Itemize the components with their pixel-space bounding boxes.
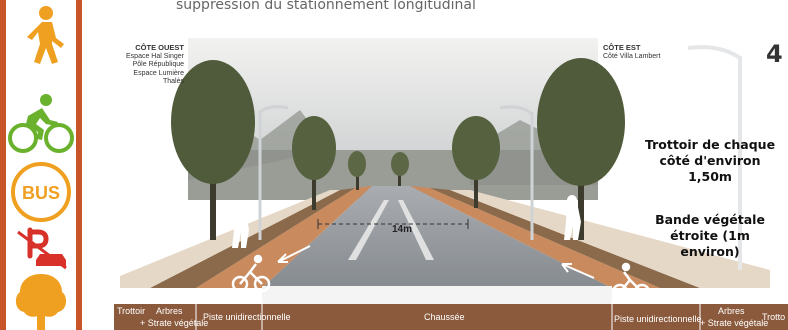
bike-direction-arrow-right	[561, 263, 595, 279]
road-width-label: 14m	[392, 224, 413, 235]
west-place: Espace Lumière	[133, 69, 184, 77]
column-rail-right	[76, 0, 82, 330]
footer-label-chaussee: Chaussée	[424, 312, 465, 322]
footer-label-trottoir-left: Trottoir	[117, 306, 146, 316]
column-rail-left	[0, 0, 6, 330]
footer-label-arbres-right: Arbres	[718, 306, 745, 316]
street-lamp-far-right	[687, 45, 742, 270]
east-place: Côté Villa Lambert	[603, 52, 661, 60]
tree-left-medium	[292, 116, 336, 210]
pedestrian-figure-right	[564, 195, 581, 240]
bike-lane-right	[410, 186, 660, 288]
sidewalk-note: Trottoir de chaque côté d'environ 1,50m	[644, 137, 776, 184]
bike-lane-left	[196, 186, 372, 288]
east-side-heading: CÔTE EST	[603, 43, 641, 52]
road-marking-left	[348, 200, 389, 260]
cyclist-icon	[8, 94, 74, 153]
roadway	[262, 186, 612, 288]
planting-strip-note: Bande végétale étroite (1m environ)	[655, 212, 765, 259]
west-side-heading: CÔTE OUEST	[135, 43, 184, 52]
west-place: Pôle République	[132, 61, 184, 68]
west-side-label: CÔTE OUEST Espace Hal Singer Pôle Républ…	[112, 43, 184, 87]
slide-subtitle: suppression du stationnement longitudina…	[176, 0, 476, 13]
tree-icon	[15, 274, 67, 330]
roadway-baseline	[262, 286, 612, 304]
bus-icon-text: BUS	[22, 183, 60, 203]
cyclist-figure-right	[611, 262, 651, 301]
pedestrian-figure-left	[232, 201, 249, 248]
footer-label-arbres-left: Arbres	[156, 306, 183, 316]
pedestrian-icon	[27, 6, 64, 64]
bike-direction-arrow-left	[277, 245, 311, 263]
road-marking-right	[398, 200, 434, 260]
footer-label-strate-left: + Strate végétale	[140, 318, 209, 328]
footer-label-strate-right: + Strate végétale	[700, 318, 769, 328]
east-side-label: CÔTE EST Côté Villa Lambert	[603, 43, 661, 61]
no-parking-icon	[17, 227, 67, 270]
planting-strip-left	[150, 188, 355, 288]
tree-right-medium	[452, 116, 500, 208]
street-lamp-left	[258, 105, 289, 240]
west-place: Thalès	[162, 78, 184, 85]
tree-left-small	[348, 151, 366, 190]
footer-label-piste-right: Piste unidirectionnelle	[614, 314, 702, 324]
footer-label-piste-left: Piste unidirectionnelle	[203, 312, 291, 322]
sidewalk-left	[120, 190, 340, 288]
mode-icon-column: BUS	[0, 0, 82, 330]
cyclist-figure-left	[231, 254, 271, 293]
page-number: 4	[766, 40, 783, 68]
bus-icon: BUS	[11, 162, 71, 222]
sidewalk-right	[450, 190, 770, 288]
tree-right-large	[537, 58, 625, 240]
tree-left-large	[171, 60, 255, 240]
street-lamp-right	[499, 105, 534, 240]
footer-band	[114, 304, 788, 330]
tree-right-small	[391, 152, 409, 186]
footer-label-trottoir-right: Trotto	[762, 312, 786, 322]
west-place: Espace Hal Singer	[126, 52, 184, 60]
